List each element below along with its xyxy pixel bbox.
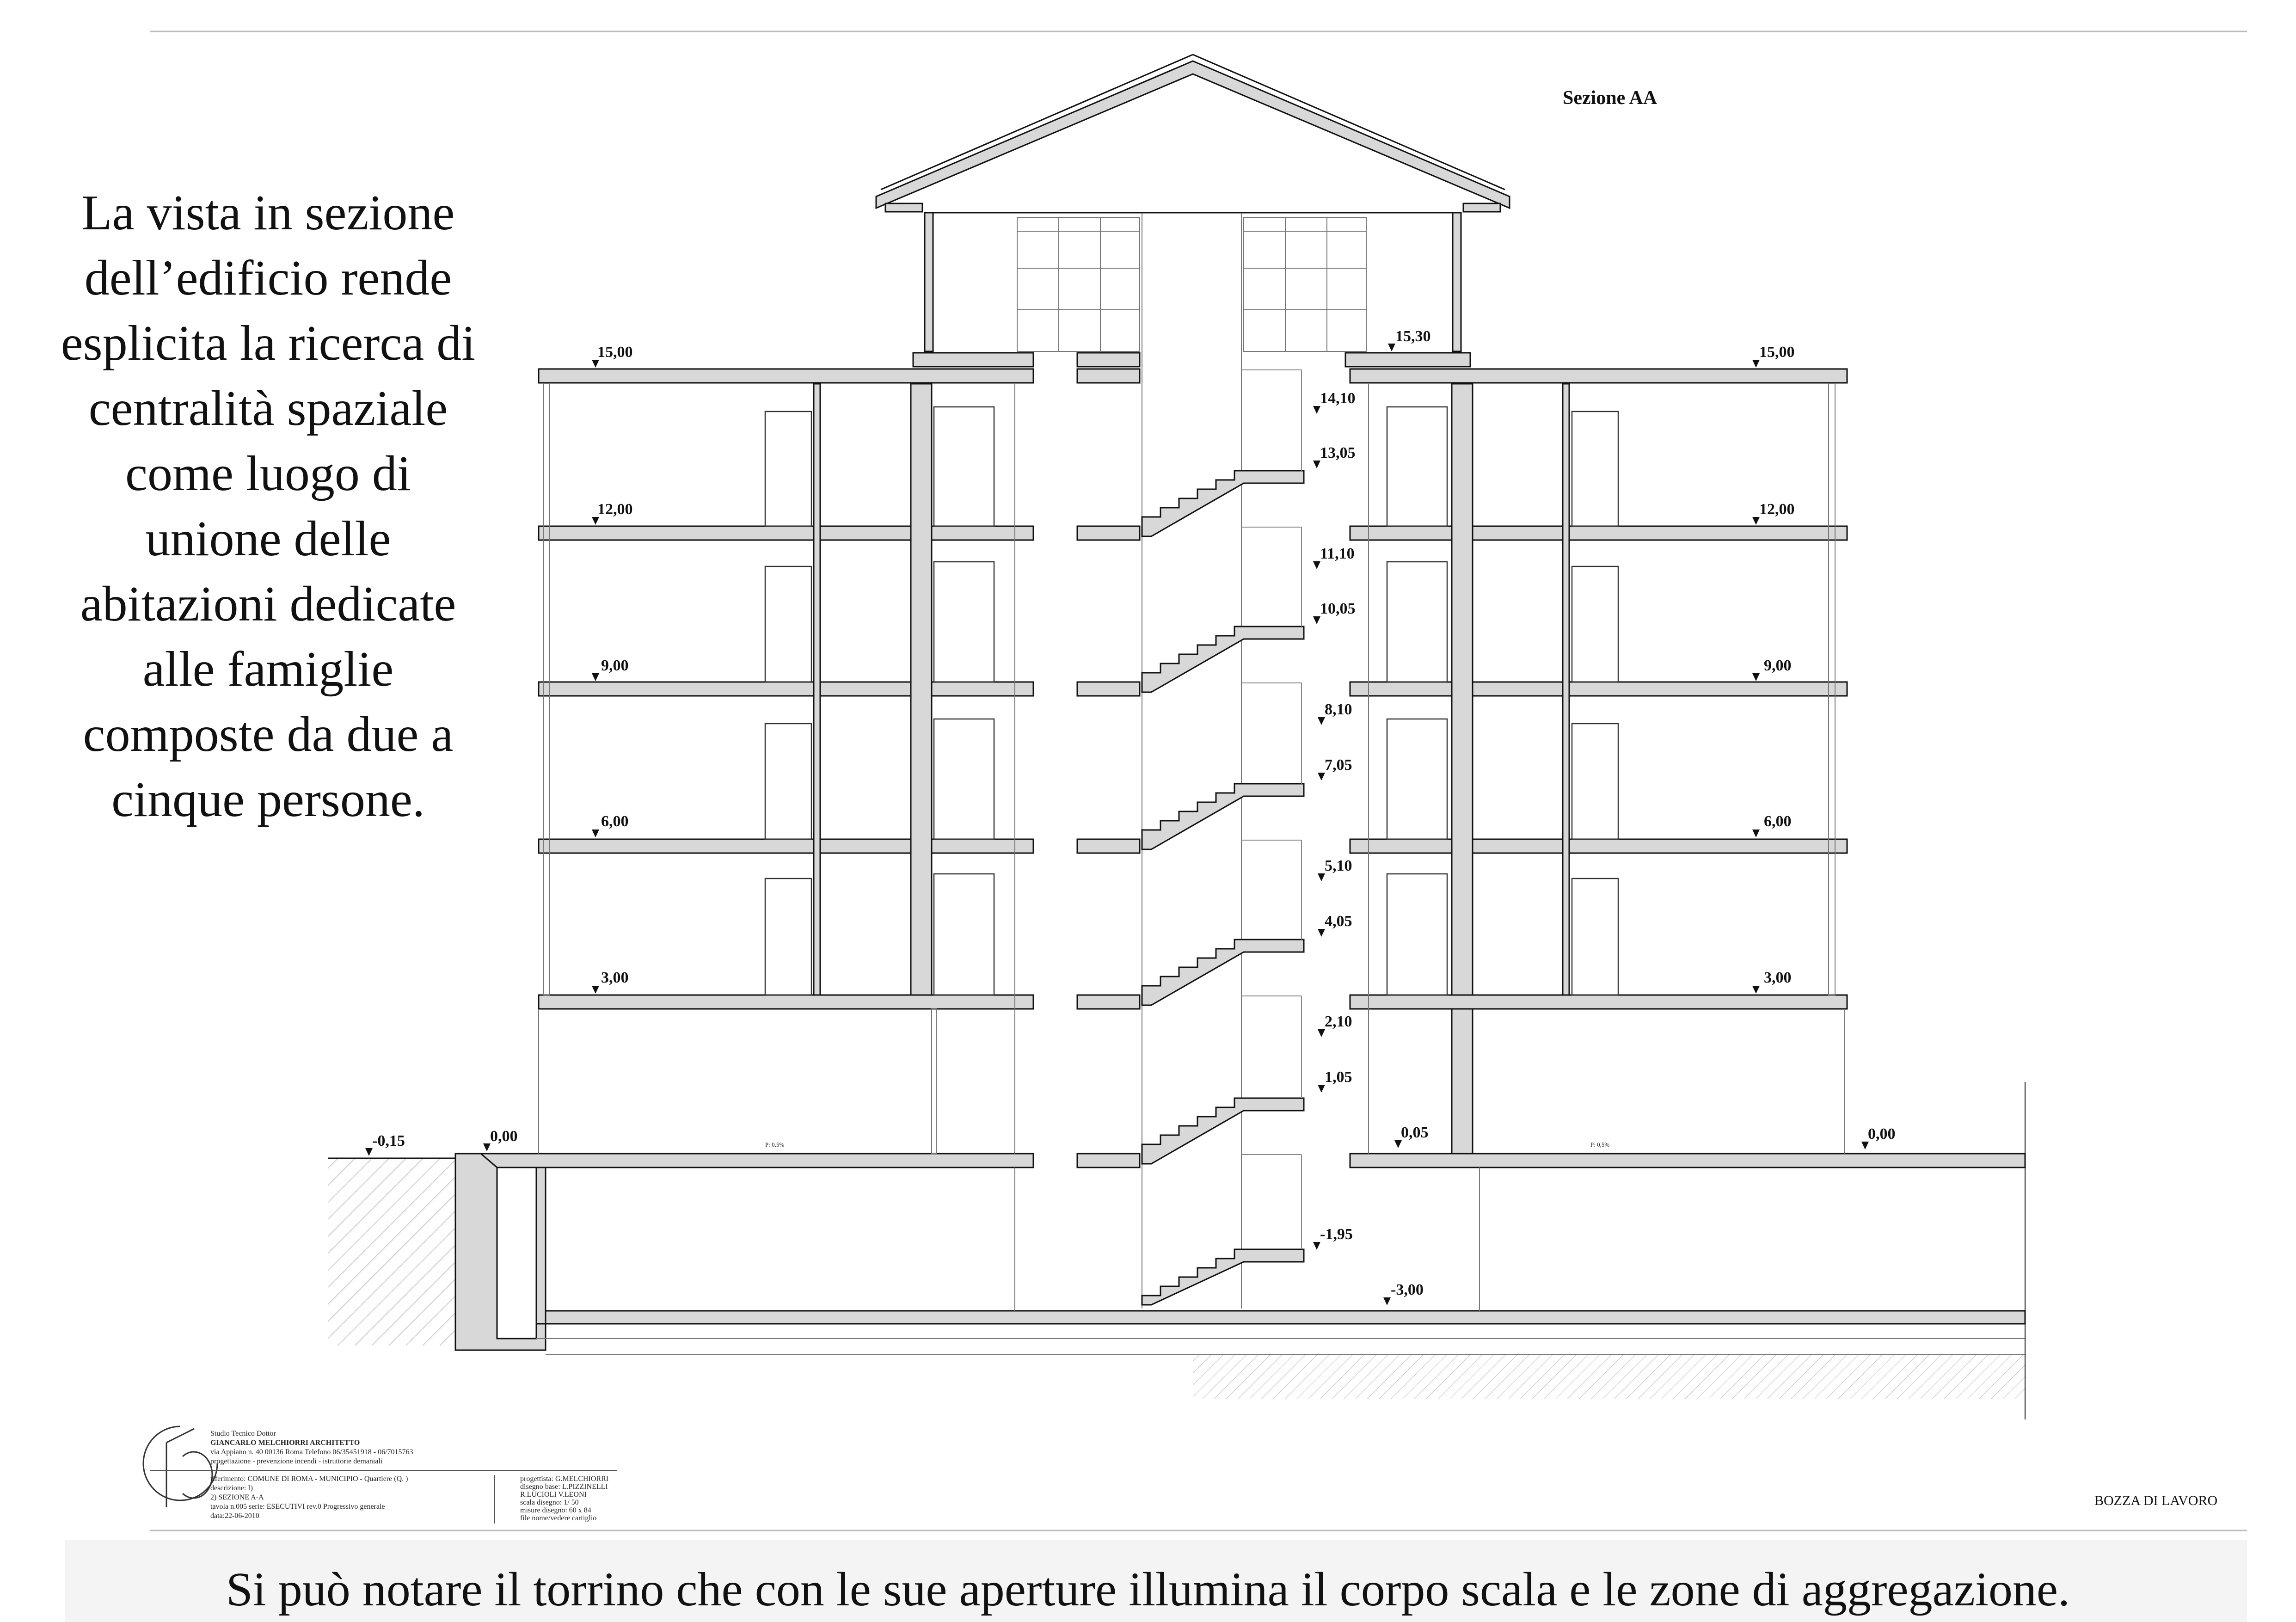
draft-stamp: BOZZA DI LAVORO [2094, 1493, 2217, 1508]
studio-line-3: via Appiano n. 40 00136 Roma Telefono 06… [210, 1448, 413, 1456]
proj-line-1: progettista: G.MELCHIORRI [520, 1475, 608, 1483]
level-stair-510: 5,10 [1325, 857, 1352, 874]
proj-line-6: file nome/vedere cartiglio [520, 1514, 596, 1522]
level-ground-right: 0,00 [1868, 1125, 1896, 1143]
level-stair-1005: 10,05 [1320, 600, 1356, 617]
level-stair-705: 7,05 [1325, 756, 1352, 774]
floor-slabs [466, 368, 2026, 1325]
tav-line: tavola n.005 serie: ESECUTIVI rev.0 Prog… [210, 1503, 385, 1511]
foundation [328, 1082, 2026, 1419]
studio-line-1: Studio Tecnico Dottor [210, 1430, 276, 1438]
level-right-3: 3,00 [1764, 969, 1792, 986]
level-stair-810: 8,10 [1325, 701, 1352, 718]
level-right-6: 6,00 [1764, 813, 1792, 830]
studio-line-2: GIANCARLO MELCHIORRI ARCHITETTO [210, 1439, 360, 1447]
level-stair-minus195: -1,95 [1320, 1226, 1353, 1243]
level-ground-left-outer: -0,15 [372, 1132, 405, 1149]
level-left-6: 6,00 [601, 813, 629, 830]
roof [875, 54, 1510, 214]
level-ground-left: 0,00 [490, 1128, 518, 1145]
level-stair-1410: 14,10 [1320, 390, 1356, 407]
slope-left: P: 0,5% [765, 1141, 784, 1148]
drawing-title: Sezione AA [1563, 87, 1658, 109]
stairs [1141, 470, 1305, 1306]
level-right-9: 9,00 [1764, 657, 1792, 674]
level-marks: 15,00 12,00 9,00 6,00 3,00 15,00 12,00 9… [372, 328, 1896, 1298]
level-right-15: 15,00 [1759, 344, 1795, 361]
proj-line-3: R.LUCIOLI V.LEONI [520, 1491, 587, 1499]
level-left-15: 15,00 [597, 344, 633, 361]
level-left-12: 12,00 [597, 501, 633, 518]
level-triangles [365, 344, 1869, 1305]
title-block: Studio Tecnico Dottor GIANCARLO MELCHIOR… [142, 1425, 617, 1524]
level-stair-1110: 11,10 [1320, 545, 1355, 562]
studio-line-4: progettazione - prevenzione incendi - is… [210, 1457, 383, 1465]
studio-logo [142, 1425, 218, 1507]
level-stair-105: 1,05 [1325, 1069, 1352, 1086]
level-right-12: 12,00 [1759, 501, 1795, 518]
desc-line-2: 2) SEZIONE A-A [210, 1493, 264, 1501]
level-left-9: 9,00 [601, 657, 629, 674]
level-ground-mid: 0,05 [1401, 1124, 1429, 1141]
proj-line-4: scala disegno: 1/ 50 [520, 1499, 579, 1506]
level-stair-1305: 13,05 [1320, 444, 1356, 461]
description-text: La vista in sezione dell’edificio rende … [61, 185, 476, 827]
level-stair-210: 2,10 [1325, 1013, 1352, 1030]
desc-line-1: descrizione: I) [210, 1484, 253, 1492]
level-basement: -3,00 [1391, 1281, 1424, 1298]
tower [912, 212, 1471, 1309]
slope-right: P: 0,5% [1590, 1141, 1609, 1148]
doors [764, 406, 1619, 996]
bottom-caption: Si può notare il torrino che con le sue … [226, 1563, 2070, 1616]
level-left-3: 3,00 [601, 969, 629, 986]
stair-railing [1241, 369, 1302, 1249]
ref-line: riferimento: COMUNE DI ROMA - MUNICIPIO … [210, 1475, 408, 1483]
level-tower: 15,30 [1395, 328, 1431, 345]
proj-line-5: misure disegno: 60 x 84 [520, 1506, 591, 1514]
walls [538, 383, 1845, 1311]
caption-band [65, 1540, 2247, 1622]
proj-line-2: disegno base: L.PIZZINELLI [520, 1483, 608, 1491]
level-stair-405: 4,05 [1325, 913, 1352, 930]
date-line: data:22-06-2010 [210, 1512, 259, 1520]
